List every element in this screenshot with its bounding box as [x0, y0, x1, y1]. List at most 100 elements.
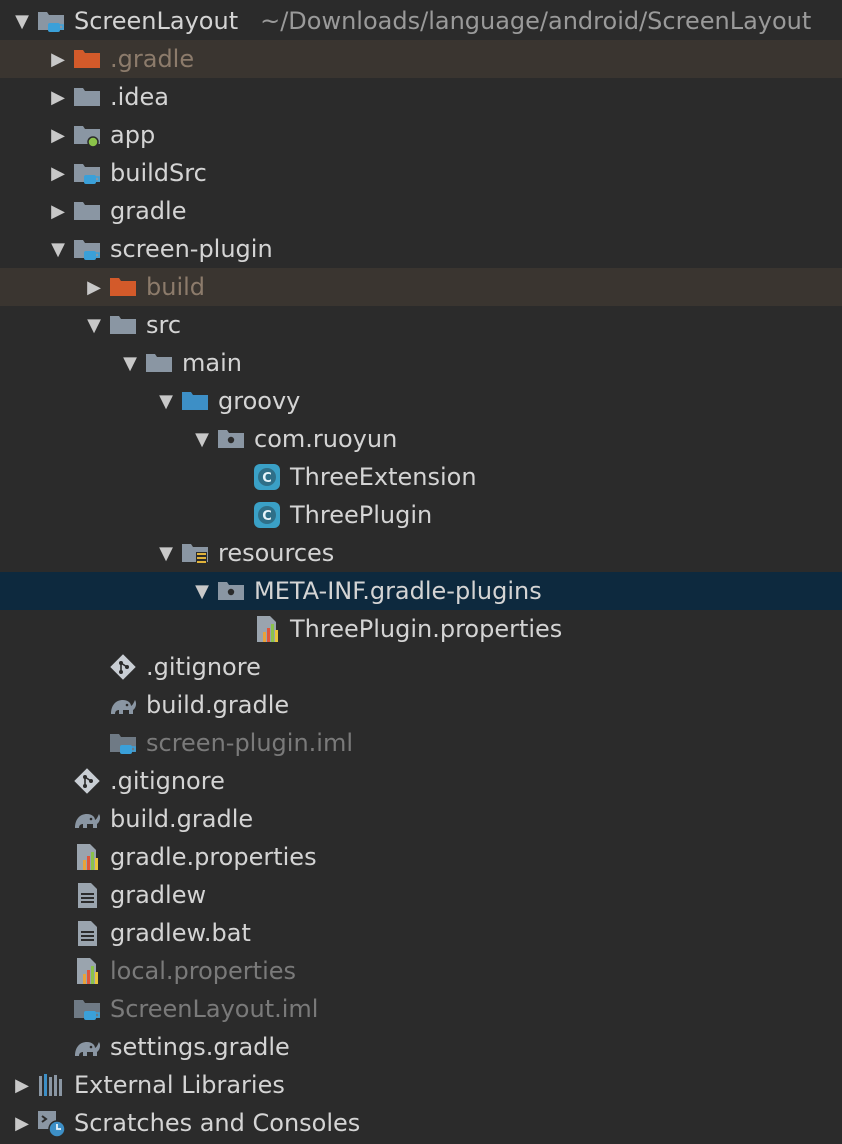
tree-node-label: resources	[218, 539, 335, 567]
expand-down-arrow-icon[interactable]: ▼	[123, 352, 137, 374]
gradle-elephant-icon	[72, 804, 102, 834]
iml-file-icon	[108, 728, 138, 758]
tree-node-folder-src[interactable]: ▼ src	[0, 306, 842, 344]
expand-down-arrow-icon[interactable]: ▼	[15, 10, 29, 32]
tree-node-file-build-gradle-module[interactable]: ▶build.gradle	[0, 686, 842, 724]
tree-node-label: buildSrc	[110, 159, 207, 187]
tree-node-file-gradlew[interactable]: ▶gradlew	[0, 876, 842, 914]
tree-node-module-app[interactable]: ▶ app	[0, 116, 842, 154]
groovy-class-icon: C	[252, 462, 282, 492]
tree-node-folder-gradle[interactable]: ▶ gradle	[0, 192, 842, 230]
tree-node-label: ScreenLayout.iml	[110, 995, 319, 1023]
tree-node-label: ThreePlugin	[290, 501, 433, 529]
tree-node-label: local.properties	[110, 957, 297, 985]
tree-node-folder-idea[interactable]: ▶ .idea	[0, 78, 842, 116]
text-file-icon	[72, 918, 102, 948]
collapse-right-arrow-icon[interactable]: ▶	[15, 1074, 29, 1096]
tree-node-file-three-plugin-properties[interactable]: ▶ThreePlugin.properties	[0, 610, 842, 648]
tree-node-label: gradle.properties	[110, 843, 317, 871]
tree-node-label: ThreePlugin.properties	[290, 615, 563, 643]
gradle-elephant-icon	[72, 1032, 102, 1062]
groovy-class-icon: C	[252, 500, 282, 530]
excluded-folder-icon	[72, 44, 102, 74]
tree-node-file-gradle-properties[interactable]: ▶gradle.properties	[0, 838, 842, 876]
iml-file-icon	[72, 994, 102, 1024]
expand-down-arrow-icon[interactable]: ▼	[159, 390, 173, 412]
excluded-folder-icon	[108, 272, 138, 302]
folder-icon	[144, 348, 174, 378]
expand-down-arrow-icon[interactable]: ▼	[195, 428, 209, 450]
tree-node-label: screen-plugin.iml	[146, 729, 354, 757]
collapse-right-arrow-icon[interactable]: ▶	[51, 48, 65, 70]
resources-folder-icon	[180, 538, 210, 568]
package-icon	[216, 424, 246, 454]
tree-node-label: com.ruoyun	[254, 425, 398, 453]
tree-node-label: gradlew.bat	[110, 919, 251, 947]
expand-down-arrow-icon[interactable]: ▼	[51, 238, 65, 260]
libraries-icon	[36, 1070, 66, 1100]
expand-down-arrow-icon[interactable]: ▼	[159, 542, 173, 564]
tree-node-folder-build[interactable]: ▶ build	[0, 268, 842, 306]
tree-node-file-screen-plugin-iml[interactable]: ▶screen-plugin.iml	[0, 724, 842, 762]
tree-node-label: build	[146, 273, 206, 301]
project-path: ~/Downloads/language/android/ScreenLayou…	[260, 7, 812, 35]
git-file-icon	[108, 652, 138, 682]
tree-node-package-com-ruoyun[interactable]: ▼ com.ruoyun	[0, 420, 842, 458]
folder-icon	[108, 310, 138, 340]
tree-node-label: gradle	[110, 197, 187, 225]
tree-node-file-screenlayout-iml[interactable]: ▶ScreenLayout.iml	[0, 990, 842, 1028]
text-file-icon	[72, 880, 102, 910]
tree-node-node-scratches[interactable]: ▶ Scratches and Consoles	[0, 1104, 842, 1142]
tree-node-label: settings.gradle	[110, 1033, 290, 1061]
tree-node-file-local-properties[interactable]: ▶local.properties	[0, 952, 842, 990]
package-icon	[216, 576, 246, 606]
svg-text:C: C	[262, 471, 272, 486]
tree-node-module-screen-plugin[interactable]: ▼screen-plugin	[0, 230, 842, 268]
tree-node-folder-main[interactable]: ▼ main	[0, 344, 842, 382]
tree-node-node-external-libraries[interactable]: ▶External Libraries	[0, 1066, 842, 1104]
tree-node-label: main	[182, 349, 242, 377]
tree-node-label: build.gradle	[146, 691, 290, 719]
tree-node-module-buildsrc[interactable]: ▶ buildSrc	[0, 154, 842, 192]
tree-node-label: .gradle	[110, 45, 195, 73]
tree-node-label: build.gradle	[110, 805, 254, 833]
tree-node-file-gitignore-root[interactable]: ▶.gitignore	[0, 762, 842, 800]
tree-node-label: app	[110, 121, 156, 149]
tree-node-label: src	[146, 311, 182, 339]
tree-node-label: META-INF.gradle-plugins	[254, 577, 542, 605]
tree-node-file-gradlew-bat[interactable]: ▶gradlew.bat	[0, 914, 842, 952]
collapse-right-arrow-icon[interactable]: ▶	[15, 1112, 29, 1134]
tree-node-folder-gradle-hidden[interactable]: ▶ .gradle	[0, 40, 842, 78]
expand-down-arrow-icon[interactable]: ▼	[195, 580, 209, 602]
tree-node-file-settings-gradle[interactable]: ▶settings.gradle	[0, 1028, 842, 1066]
folder-icon	[72, 82, 102, 112]
properties-file-icon	[72, 842, 102, 872]
collapse-right-arrow-icon[interactable]: ▶	[51, 162, 65, 184]
tree-node-folder-groovy[interactable]: ▼groovy	[0, 382, 842, 420]
tree-node-project-root[interactable]: ▼ScreenLayout~/Downloads/language/androi…	[0, 2, 842, 40]
tree-node-file-gitignore-module[interactable]: ▶.gitignore	[0, 648, 842, 686]
collapse-right-arrow-icon[interactable]: ▶	[87, 276, 101, 298]
module-folder-icon	[36, 6, 66, 36]
properties-file-icon	[72, 956, 102, 986]
tree-node-folder-resources[interactable]: ▼ resources	[0, 534, 842, 572]
tree-node-label: ThreeExtension	[290, 463, 477, 491]
collapse-right-arrow-icon[interactable]: ▶	[51, 86, 65, 108]
collapse-right-arrow-icon[interactable]: ▶	[51, 200, 65, 222]
android-module-icon	[72, 120, 102, 150]
tree-node-label: .idea	[110, 83, 170, 111]
tree-node-label: .gitignore	[146, 653, 261, 681]
folder-icon	[72, 196, 102, 226]
module-folder-icon	[72, 158, 102, 188]
tree-node-label: .gitignore	[110, 767, 225, 795]
tree-node-label: Scratches and Consoles	[74, 1109, 361, 1137]
gradle-elephant-icon	[108, 690, 138, 720]
expand-down-arrow-icon[interactable]: ▼	[87, 314, 101, 336]
properties-file-icon	[252, 614, 282, 644]
collapse-right-arrow-icon[interactable]: ▶	[51, 124, 65, 146]
tree-node-file-build-gradle-root[interactable]: ▶build.gradle	[0, 800, 842, 838]
tree-node-package-meta-inf[interactable]: ▼ META-INF.gradle-plugins	[0, 572, 842, 610]
